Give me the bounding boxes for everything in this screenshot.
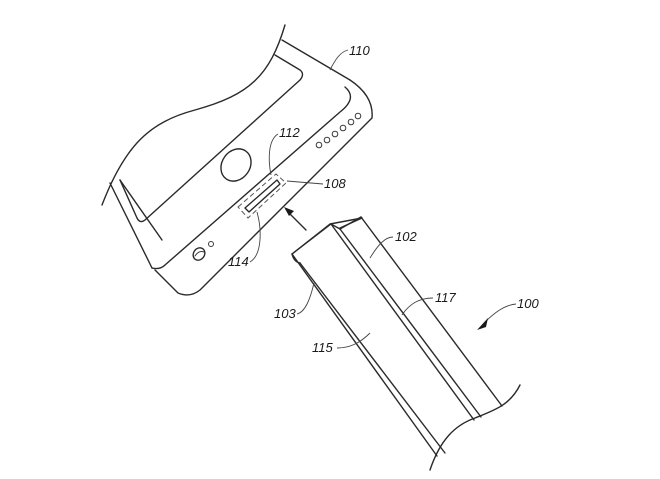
band-layer-line-1 <box>339 228 482 418</box>
band-left-edge-inner <box>299 262 446 454</box>
band-layer-line-2 <box>330 223 475 421</box>
housing-top-edge <box>281 39 351 81</box>
connector-port <box>237 173 287 219</box>
screen-panel <box>119 54 304 223</box>
housing-left-side-outer <box>119 179 163 241</box>
speaker-grille-icon <box>315 112 362 149</box>
port-opening-slot <box>244 179 281 213</box>
housing-right-face <box>154 79 373 296</box>
label-108: 108 <box>324 176 346 191</box>
band-strap <box>291 216 521 471</box>
band-break-curve <box>429 384 521 471</box>
label-110: 110 <box>349 43 370 58</box>
label-100: 100 <box>517 296 539 311</box>
label-103: 103 <box>274 306 296 321</box>
label-102: 102 <box>395 229 417 244</box>
upper-strap-outline <box>101 24 286 206</box>
band-right-edge <box>360 216 503 407</box>
band-left-edge-outer <box>291 253 438 457</box>
housing-left-side <box>109 182 153 269</box>
label-117: 117 <box>435 290 456 305</box>
audio-jack-icon <box>192 241 214 261</box>
housing-front-lower-edge <box>151 86 352 270</box>
band-end-face <box>291 217 363 255</box>
label-115: 115 <box>312 340 333 355</box>
port-region-outline <box>237 173 287 219</box>
home-button-icon <box>220 148 252 182</box>
device-housing <box>101 24 373 296</box>
insertion-arrow <box>284 207 307 231</box>
label-114: 114 <box>228 254 249 269</box>
label-112: 112 <box>279 125 300 140</box>
